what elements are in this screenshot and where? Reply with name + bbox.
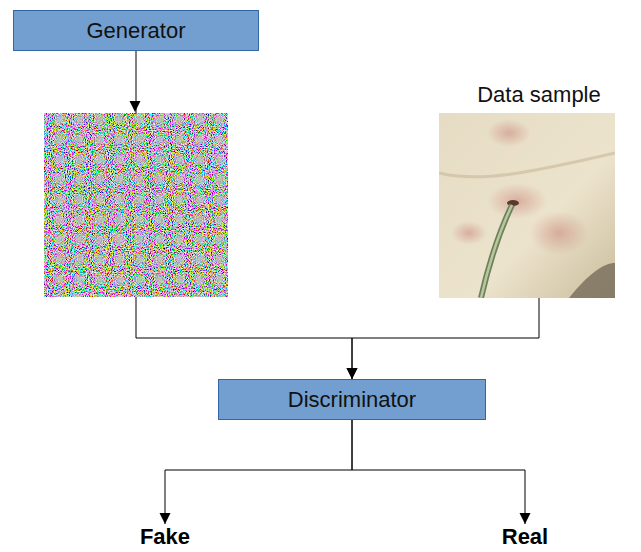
flow-arrow <box>165 420 352 524</box>
wound-photo <box>439 113 615 298</box>
flow-arrow <box>352 298 539 379</box>
node-label: Fake <box>140 524 190 550</box>
image-heading: Data sample <box>439 82 639 108</box>
arrowhead <box>130 101 141 112</box>
flow-arrow <box>352 420 525 524</box>
data-sample-image: Data sample <box>439 82 639 298</box>
process-box: Discriminator <box>218 379 486 420</box>
output-label: Fake <box>120 524 210 550</box>
process-box: Generator <box>13 10 259 51</box>
node-label: Generator <box>86 18 185 44</box>
output-label: Real <box>480 524 570 550</box>
noise-pattern <box>44 113 228 297</box>
node-label: Discriminator <box>288 387 416 413</box>
node-label: Real <box>502 524 548 550</box>
